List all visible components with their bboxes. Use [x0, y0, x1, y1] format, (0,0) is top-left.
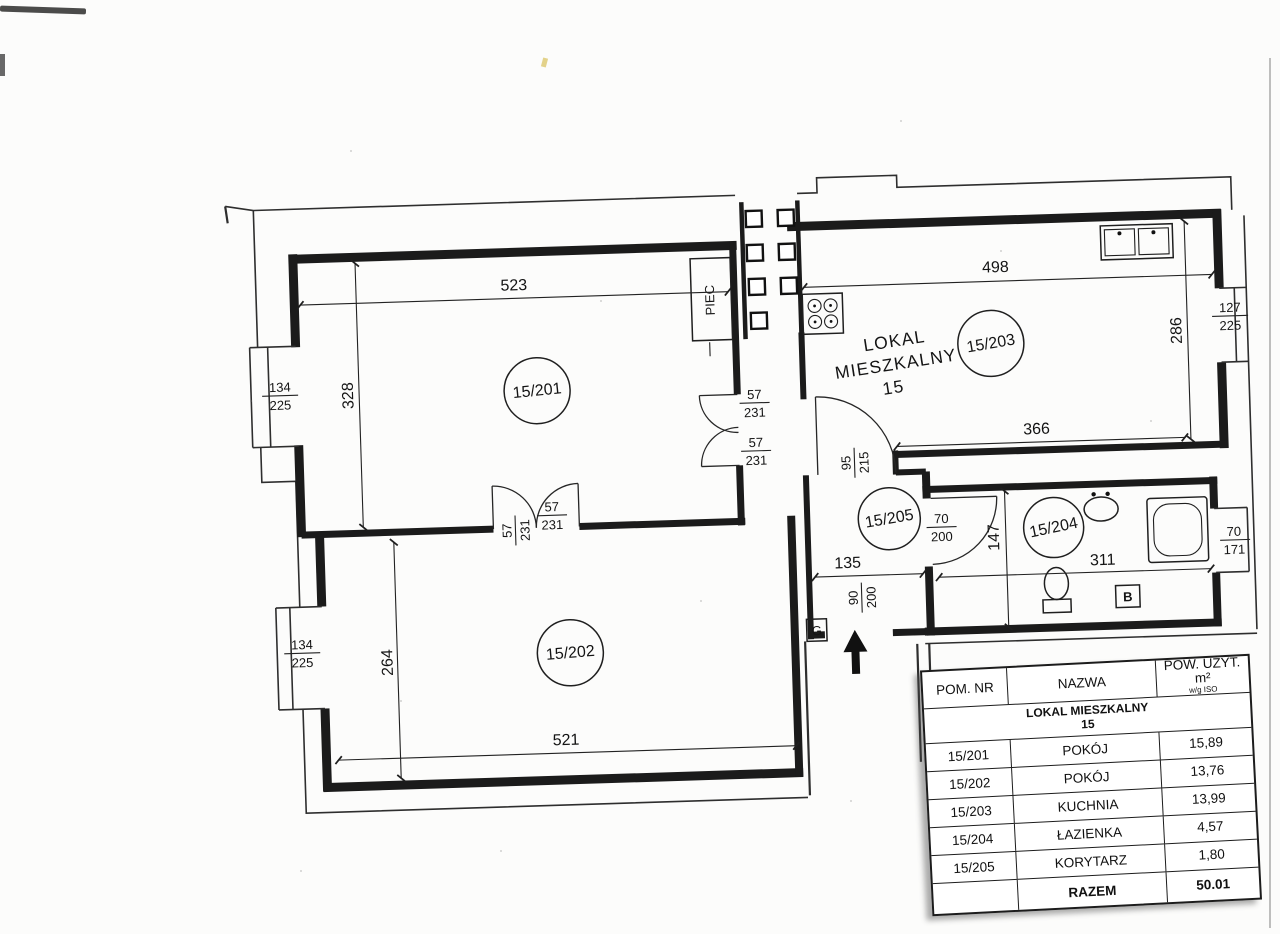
window-kitchen	[1219, 286, 1249, 363]
door-202-1-n: 57	[499, 523, 514, 538]
door-201-double	[698, 393, 740, 468]
dimension-lines	[296, 217, 1216, 783]
door-bath-n: 70	[934, 511, 949, 526]
window-left-lower	[275, 605, 326, 711]
col-header-area-main: POW. UŻYT. m²	[1163, 654, 1241, 686]
scan-artifact-right-edge	[1269, 58, 1271, 928]
gas-label: G	[811, 623, 822, 638]
unit-title: LOKAL MIESZKALNY 15	[834, 326, 958, 399]
row-nr: 15/202	[948, 775, 991, 793]
door-hall-n: 95	[838, 456, 853, 471]
row-nr: 15/205	[953, 858, 996, 877]
boiler-label: B	[1123, 589, 1133, 604]
dim-room201-width: 523	[500, 277, 527, 295]
room-id-204: 15/204	[1028, 515, 1079, 542]
door-202-1-d: 231	[517, 519, 533, 541]
tile-stove-piec: PIEC	[689, 256, 734, 357]
entrance-arrow-icon	[843, 629, 868, 674]
col-header-pom-nr: POM. NR	[935, 679, 995, 698]
door-hall-d: 215	[856, 451, 872, 473]
dim-corridor-width: 135	[834, 555, 861, 573]
col-header-nazwa: NAZWA	[1005, 660, 1157, 705]
win-bath-d: 171	[1223, 542, 1245, 558]
scan-artifact-left-edge	[0, 54, 5, 76]
room-id-201: 15/201	[512, 380, 563, 402]
win-left-1-d: 225	[269, 397, 291, 413]
dim-door-bath: 70 200	[926, 511, 957, 545]
row-nr: 15/204	[951, 831, 994, 849]
bathroom-sink	[1083, 491, 1119, 522]
room-badge-205: 15/205	[857, 486, 922, 551]
window-left-upper	[248, 345, 299, 449]
door-201-2-n: 57	[748, 435, 763, 450]
win-kitchen-n: 127	[1219, 300, 1241, 316]
room-badge-203: 15/203	[957, 309, 1025, 378]
dim-kitchen-width: 498	[982, 259, 1009, 277]
total-label: RAZEM	[1016, 872, 1168, 910]
row-area: 13,99	[1161, 783, 1256, 816]
room-badge-204: 15/204	[1022, 496, 1085, 559]
room-badge-202: 15/202	[536, 619, 605, 687]
door-entry-n: 90	[846, 590, 861, 605]
dim-kitchen-inner-width: 366	[1023, 421, 1050, 439]
dim-window-left-2: 134 225	[284, 637, 321, 671]
total-area: 50.01	[1165, 867, 1260, 903]
dim-door-hall: 95 215	[838, 447, 872, 478]
dim-window-left-1: 134 225	[262, 379, 299, 413]
win-left-2-n: 134	[291, 637, 313, 653]
boiler-box: B	[1114, 584, 1141, 609]
room-id-205: 15/205	[864, 507, 915, 532]
win-left-2-d: 225	[291, 655, 313, 671]
dim-door-202-2: 57 231	[537, 499, 568, 533]
door-bathroom	[930, 495, 998, 566]
bathtub	[1146, 496, 1210, 564]
win-kitchen-d: 225	[1219, 318, 1241, 334]
row-area: 1,80	[1164, 839, 1259, 872]
door-bath-d: 200	[931, 529, 953, 545]
dim-room202-width: 521	[552, 732, 579, 750]
dim-door-201-2: 57 231	[741, 435, 772, 469]
room-id-203: 15/203	[965, 331, 1016, 356]
room-badge-201: 15/201	[503, 356, 571, 425]
dim-window-bath: 70 171	[1220, 524, 1251, 558]
piec-label: PIEC	[702, 285, 718, 316]
kitchen-stove	[801, 292, 845, 336]
door-202-2-d: 231	[541, 517, 563, 533]
kitchen-sink	[1099, 222, 1175, 261]
dim-kitchen-height: 286	[1168, 317, 1186, 344]
area-table: POM. NR NAZWA POW. UŻYT. m² w/g ISO LOKA…	[919, 653, 1263, 917]
gas-meter: G	[805, 617, 828, 643]
win-bath-n: 70	[1226, 524, 1241, 539]
total-empty-cell	[933, 880, 1018, 914]
dim-bath-height: 147	[986, 524, 1004, 551]
dim-bath-width: 311	[1090, 552, 1116, 570]
door-202-2-n: 57	[544, 499, 559, 514]
row-area: 13,76	[1159, 755, 1255, 788]
dim-door-201-1: 57 231	[739, 387, 770, 421]
walls	[288, 200, 1229, 793]
group-row-number: 15	[1080, 716, 1095, 732]
door-201-202-double	[491, 482, 581, 530]
row-nr: 15/201	[947, 747, 990, 765]
dim-room202-height: 264	[379, 649, 397, 676]
building-outline	[224, 174, 1258, 814]
door-201-1-d: 231	[744, 405, 766, 421]
dim-room201-height: 328	[340, 382, 358, 409]
room-id-202: 15/202	[545, 643, 595, 664]
door-201-2-d: 231	[745, 453, 767, 469]
dim-window-kitchen: 127 225	[1212, 300, 1249, 334]
unit-title-line3: 15	[881, 376, 906, 399]
row-nr: 15/203	[950, 803, 993, 821]
door-entry-d: 200	[863, 586, 879, 608]
win-left-1-n: 134	[269, 379, 291, 395]
row-area: 15,89	[1158, 727, 1253, 760]
dim-door-entry: 90 200	[846, 582, 879, 613]
dim-door-202-1: 57 231	[499, 515, 533, 546]
door-201-1-n: 57	[747, 387, 762, 402]
col-header-area: POW. UŻYT. m² w/g ISO	[1154, 654, 1250, 697]
row-area: 4,57	[1162, 811, 1257, 844]
door-corridor	[814, 396, 897, 475]
flue-shaft	[744, 208, 799, 331]
